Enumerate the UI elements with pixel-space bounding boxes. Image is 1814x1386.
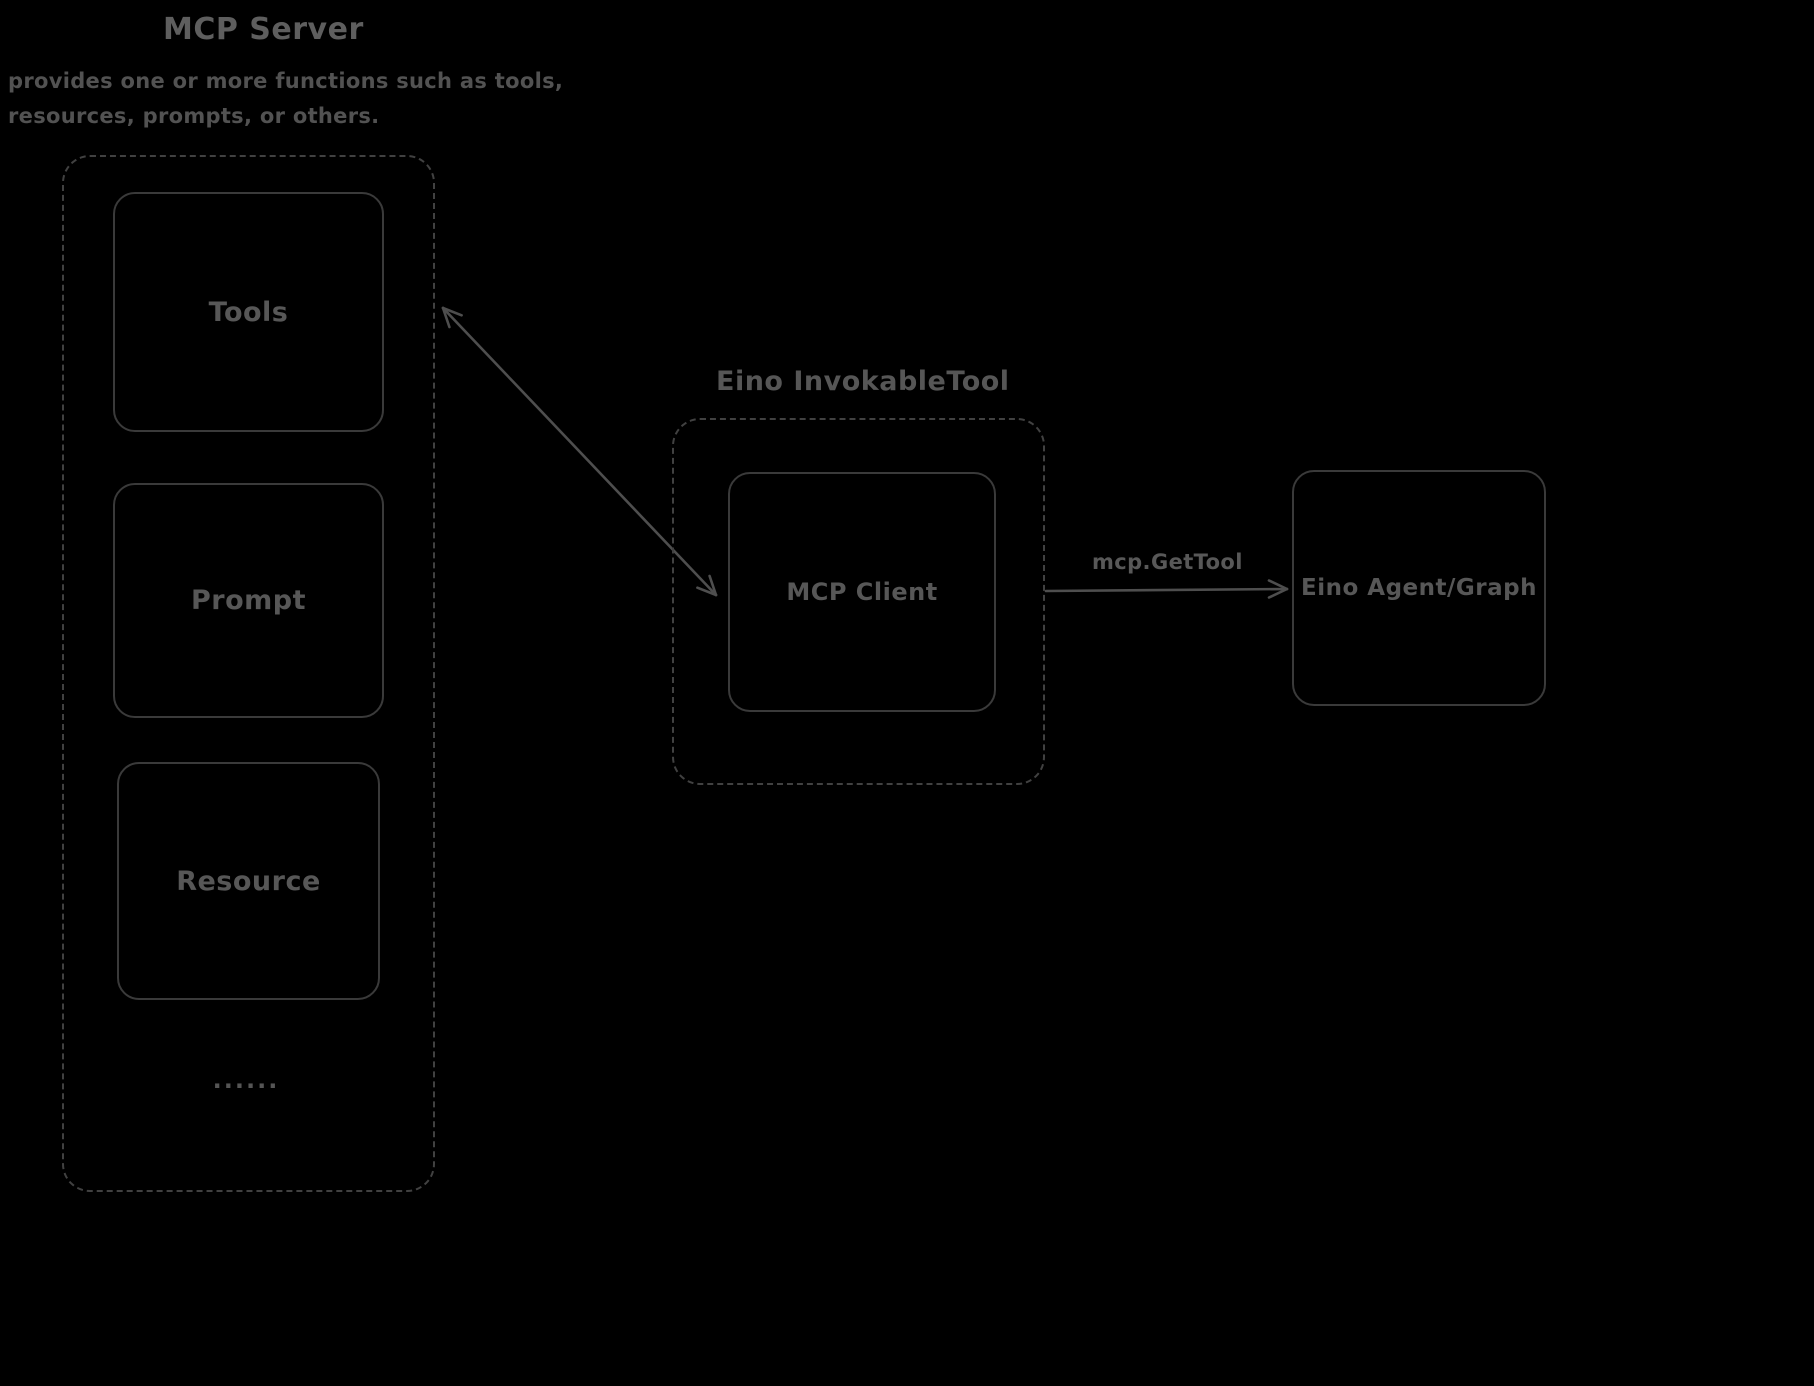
tools-box: Tools: [113, 192, 384, 432]
mcp-server-description: provides one or more functions such as t…: [8, 64, 563, 133]
mcp-server-group: [62, 155, 435, 1192]
description-line-1: provides one or more functions such as t…: [8, 69, 564, 93]
prompt-label: Prompt: [190, 585, 307, 616]
gettool-arrow-label: mcp.GetTool: [1092, 550, 1243, 574]
mcp-client-label: MCP Client: [786, 578, 938, 606]
eino-invokabletool-group: [672, 418, 1045, 785]
eino-agent-graph-label: Eino Agent/Graph: [1301, 575, 1537, 601]
eino-invokabletool-title: Eino InvokableTool: [716, 366, 1010, 397]
resource-box: Resource: [117, 762, 380, 1000]
prompt-box: Prompt: [113, 483, 384, 718]
description-line-2: resources, prompts, or others.: [8, 103, 380, 128]
mcp-server-ellipsis: ......: [212, 1066, 280, 1094]
tools-label: Tools: [208, 296, 289, 328]
resource-label: Resource: [176, 865, 321, 897]
mcp-server-title: MCP Server: [163, 12, 364, 47]
gettool-arrow: [1044, 579, 1289, 599]
eino-agent-graph-box: Eino Agent/Graph: [1292, 470, 1546, 706]
mcp-client-box: MCP Client: [728, 472, 996, 712]
